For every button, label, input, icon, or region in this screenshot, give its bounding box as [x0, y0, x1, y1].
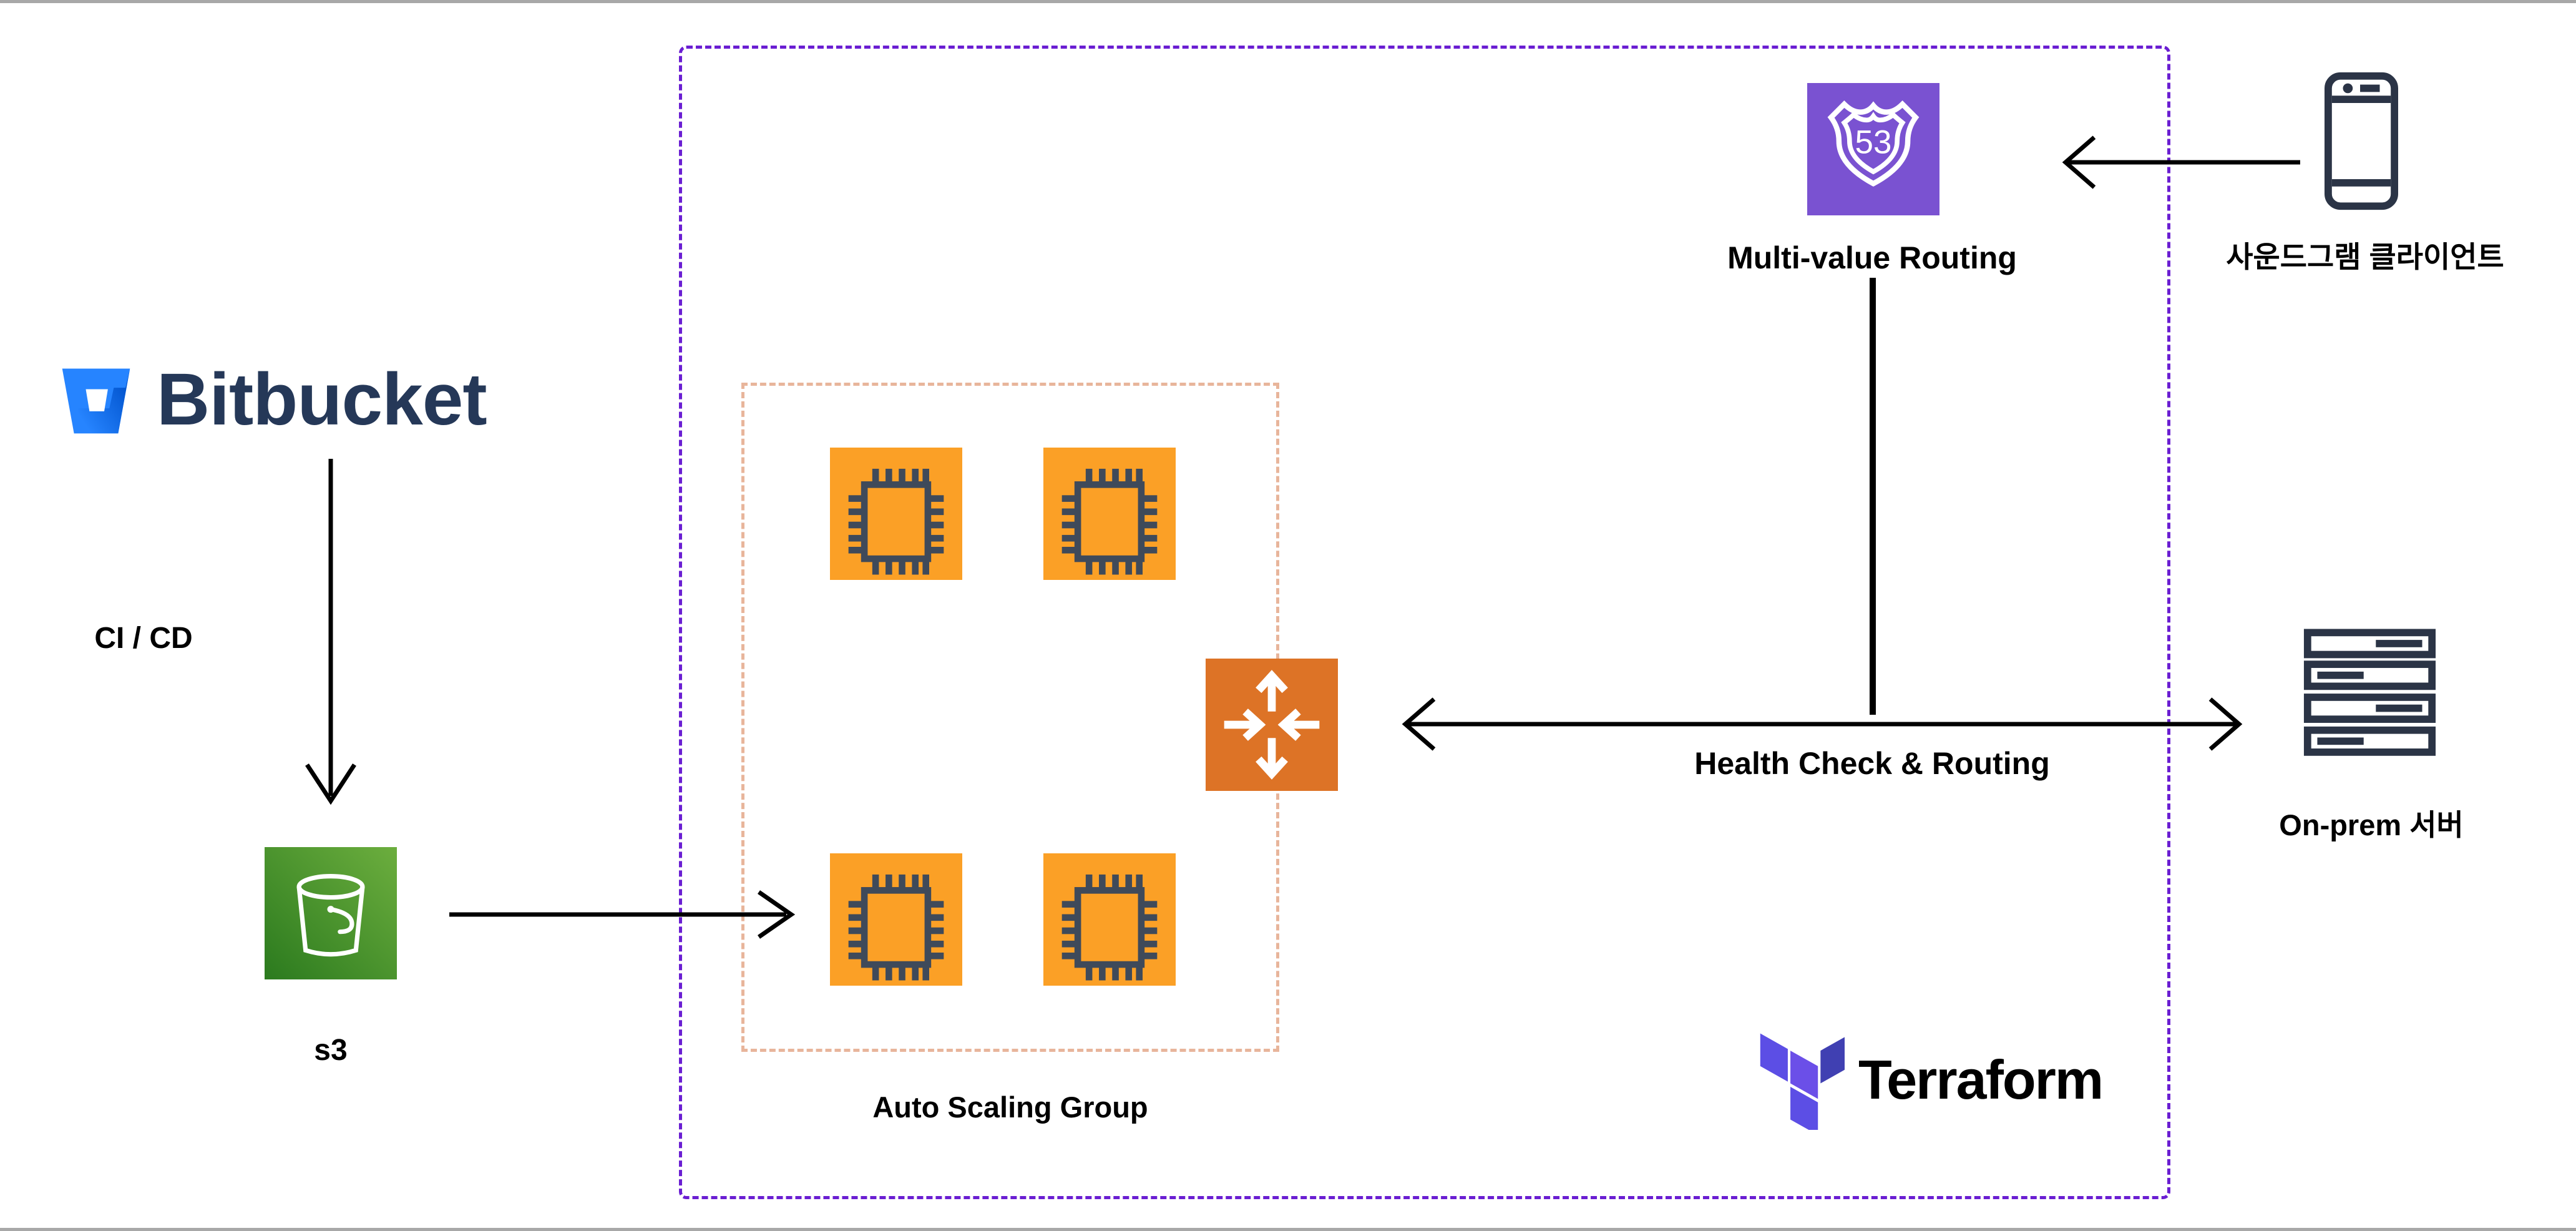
ec2-instance-2-icon [1043, 448, 1176, 580]
route53-shield-icon: 53 [1807, 83, 1939, 215]
terraform-wordmark: Terraform [1858, 1049, 2104, 1111]
route53-badge-number: 53 [1855, 124, 1892, 160]
bitbucket-wordmark: Bitbucket [157, 358, 487, 441]
route53-label: Multi-value Routing [1727, 240, 2017, 275]
ec2-instance-1-icon [830, 448, 962, 580]
ec2-instance-4-icon [1043, 853, 1176, 986]
s3-label: s3 [314, 1034, 348, 1067]
bitbucket-logo: Bitbucket [59, 350, 621, 449]
onprem-server-label: On-prem 서버 [2279, 808, 2464, 841]
auto-scaling-group-boundary [741, 383, 1279, 1052]
cicd-edge-label: CI / CD [94, 622, 193, 655]
vpc-boundary [679, 46, 2170, 1199]
server-rack-icon [2303, 629, 2436, 756]
health-check-label: Health Check & Routing [1694, 746, 2050, 781]
cicd-arrow [305, 459, 356, 805]
terraform-mark-icon [1760, 1033, 1845, 1130]
client-to-route53-arrow [2062, 135, 2300, 189]
mobile-phone-icon [2325, 72, 2398, 210]
route53-connector-line [1870, 278, 1876, 715]
client-label: 사운드그램 클라이언트 [2226, 240, 2504, 273]
terraform-logo: Terraform [1759, 1027, 2108, 1133]
auto-scaling-group-label: Auto Scaling Group [872, 1091, 1148, 1124]
ec2-instance-3-icon [830, 853, 962, 986]
s3-to-asg-arrow [449, 890, 796, 939]
elastic-load-balancer-icon [1206, 659, 1338, 791]
health-check-arrow [1402, 697, 2243, 751]
s3-bucket-icon [265, 847, 397, 979]
bitbucket-bucket-icon [62, 368, 130, 434]
